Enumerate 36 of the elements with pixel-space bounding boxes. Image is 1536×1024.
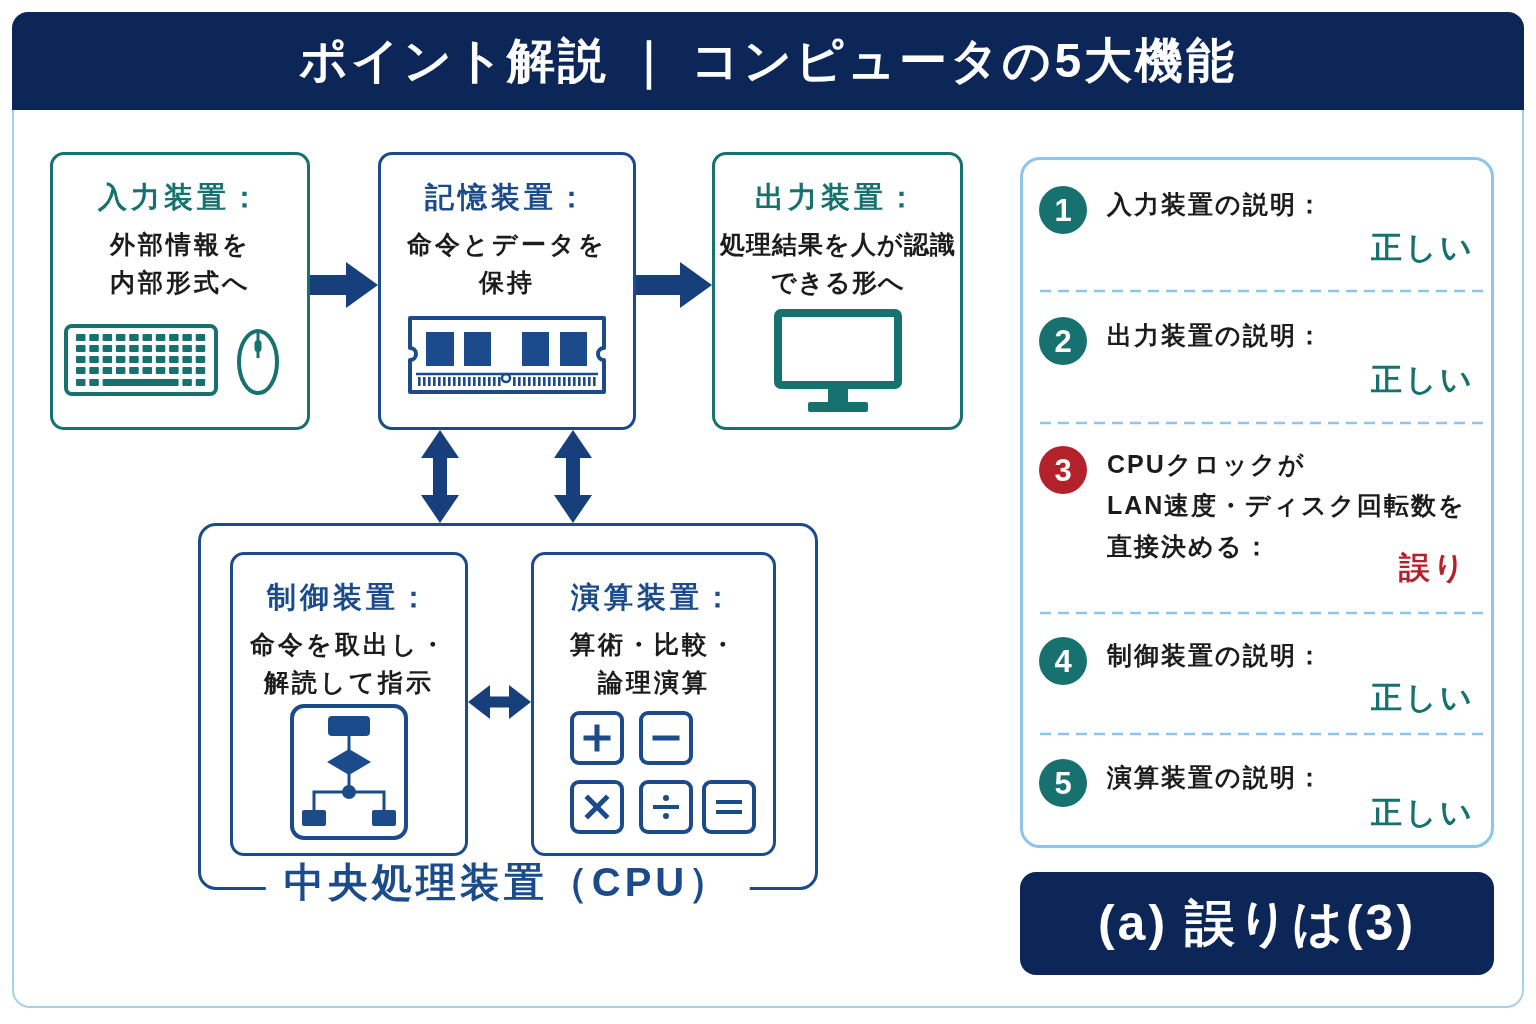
unit-box bbox=[378, 152, 636, 430]
arrow bbox=[310, 262, 378, 308]
number-circle: 4 bbox=[1039, 637, 1087, 685]
heading: 出力装置： bbox=[755, 180, 920, 215]
unit-box bbox=[531, 552, 776, 856]
heading: 記憶装置： bbox=[424, 180, 590, 215]
number-circle: 2 bbox=[1039, 317, 1087, 365]
item-text: 制御装置の説明： bbox=[1107, 640, 1325, 671]
item-text: 出力装置の説明： bbox=[1107, 320, 1325, 351]
arrow bbox=[554, 430, 592, 523]
item-text: 入力装置の説明： bbox=[1107, 189, 1325, 220]
unit-box bbox=[230, 552, 468, 856]
answer-banner: (a) 誤りは(3) bbox=[1020, 872, 1494, 975]
description-text: 処理結果を人が認識できる形へ bbox=[718, 229, 957, 298]
number-circle: 1 bbox=[1039, 186, 1087, 234]
heading: 制御装置： bbox=[266, 580, 432, 615]
arrow bbox=[468, 685, 531, 719]
checklist-panel bbox=[1020, 157, 1494, 848]
number-circle: 5 bbox=[1039, 759, 1087, 807]
verdict-text: 正しい bbox=[1371, 794, 1475, 832]
verdict-text: 正しい bbox=[1371, 679, 1475, 717]
heading: 入力装置： bbox=[97, 180, 263, 215]
verdict-text: 正しい bbox=[1371, 229, 1475, 267]
description-text: 算術・比較・論理演算 bbox=[568, 629, 739, 698]
arrow bbox=[636, 262, 712, 308]
title-banner: ポイント解説 ｜ コンピュータの5大機能 bbox=[12, 12, 1524, 110]
description-text: 命令を取出し・解読して指示 bbox=[249, 629, 449, 698]
description-text: 外部情報を内部形式へ bbox=[108, 229, 252, 298]
item-text: 演算装置の説明： bbox=[1107, 762, 1325, 793]
number-circle: 3 bbox=[1039, 446, 1087, 494]
heading: 演算装置： bbox=[571, 580, 736, 615]
unit-box bbox=[50, 152, 310, 430]
unit-box bbox=[712, 152, 963, 430]
description-text: 命令とデータを保持 bbox=[406, 229, 608, 298]
verdict-text: 正しい bbox=[1371, 361, 1475, 399]
arrow bbox=[421, 430, 459, 523]
